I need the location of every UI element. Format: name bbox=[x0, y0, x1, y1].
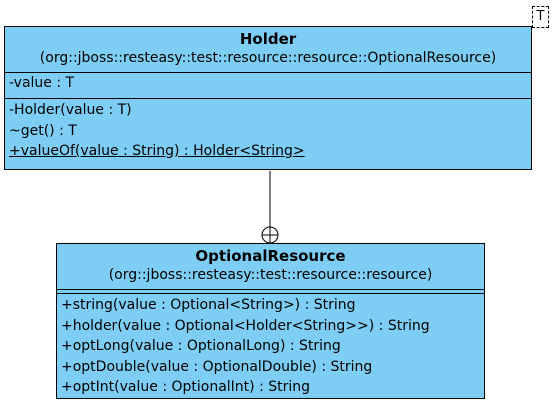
holder-type-parameter: T bbox=[532, 6, 549, 28]
holder-package: (org::jboss::resteasy::test::resource::r… bbox=[39, 50, 497, 66]
holder-operation-constructor: -Holder(value : T) bbox=[9, 102, 132, 118]
optional-resource-class-name: OptionalResource bbox=[195, 247, 346, 265]
operation-optlong: +optLong(value : OptionalLong) : String bbox=[61, 338, 341, 354]
optional-resource-attributes bbox=[57, 289, 484, 293]
optional-resource-package: (org::jboss::resteasy::test::resource::r… bbox=[108, 267, 433, 283]
optional-resource-header: OptionalResource (org::jboss::resteasy::… bbox=[57, 244, 484, 289]
holder-operation-valueof: +valueOf(value : String) : Holder<String… bbox=[9, 143, 305, 159]
holder-operations: -Holder(value : T) ~get() : T +valueOf(v… bbox=[5, 98, 531, 162]
operation-optint: +optInt(value : OptionalInt) : String bbox=[61, 379, 311, 395]
operation-string: +string(value : Optional<String>) : Stri… bbox=[61, 297, 356, 313]
holder-class-name: Holder bbox=[239, 30, 297, 48]
operation-optdouble: +optDouble(value : OptionalDouble) : Str… bbox=[61, 358, 373, 375]
optional-resource-class[interactable]: OptionalResource (org::jboss::resteasy::… bbox=[56, 243, 485, 399]
holder-header: Holder (org::jboss::resteasy::test::reso… bbox=[5, 27, 531, 72]
holder-operation-get: ~get() : T bbox=[9, 122, 77, 139]
holder-class[interactable]: Holder (org::jboss::resteasy::test::reso… bbox=[4, 26, 532, 170]
optional-resource-operations: +string(value : Optional<String>) : Stri… bbox=[57, 293, 484, 398]
holder-attribute-value: -value : T bbox=[9, 75, 75, 91]
operation-holder: +holder(value : Optional<Holder<String>>… bbox=[61, 317, 430, 334]
holder-attributes: -value : T bbox=[5, 72, 531, 98]
